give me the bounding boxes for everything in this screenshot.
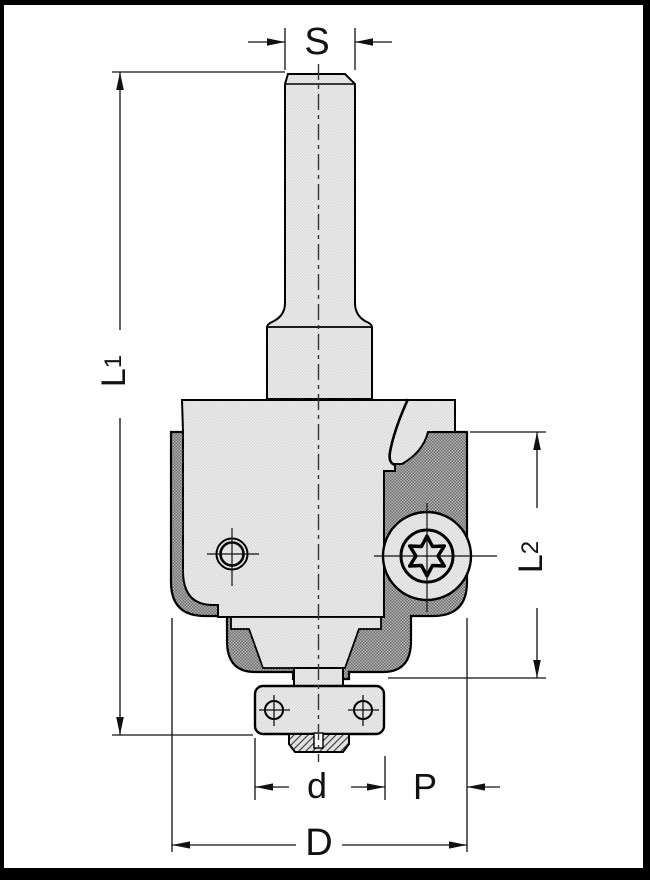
dim-label-overall-diameter: D: [305, 822, 333, 864]
cutter-body: [169, 398, 497, 688]
arrowhead: [255, 783, 273, 791]
torx-screw: [374, 503, 497, 612]
dim-label-cutting-length-main: L: [512, 554, 550, 574]
bearing-screw-left: [259, 695, 290, 726]
lock-nut: [288, 732, 350, 753]
body-profile-cone: [230, 616, 382, 669]
dimension-S: [248, 28, 392, 70]
dimension-L1: [112, 71, 285, 736]
dim-label-profile-depth: P: [412, 766, 437, 807]
dimension-d: [254, 738, 386, 800]
arrowhead: [355, 38, 373, 46]
dim-label-shank-diameter: S: [304, 21, 330, 63]
arrowhead: [533, 660, 541, 678]
arrowhead: [449, 841, 467, 849]
arrowhead: [467, 783, 485, 791]
shank: [266, 73, 373, 400]
arrowhead: [367, 783, 385, 791]
dimension-P: [467, 783, 500, 791]
arrowhead: [267, 38, 285, 46]
guide-bearing: [253, 684, 386, 736]
dim-label-small-diameter: d: [306, 765, 328, 806]
dim-label-overall-length-main: L: [95, 368, 133, 388]
arrowhead: [533, 432, 541, 450]
bearing-screw-right: [348, 695, 379, 726]
arrowhead: [116, 717, 124, 735]
insert-cutting-edge-curve: [388, 398, 410, 467]
arrowhead: [116, 72, 124, 90]
pin-hole: [207, 528, 259, 586]
dimension-D: [171, 618, 468, 852]
arrowhead: [172, 841, 190, 849]
